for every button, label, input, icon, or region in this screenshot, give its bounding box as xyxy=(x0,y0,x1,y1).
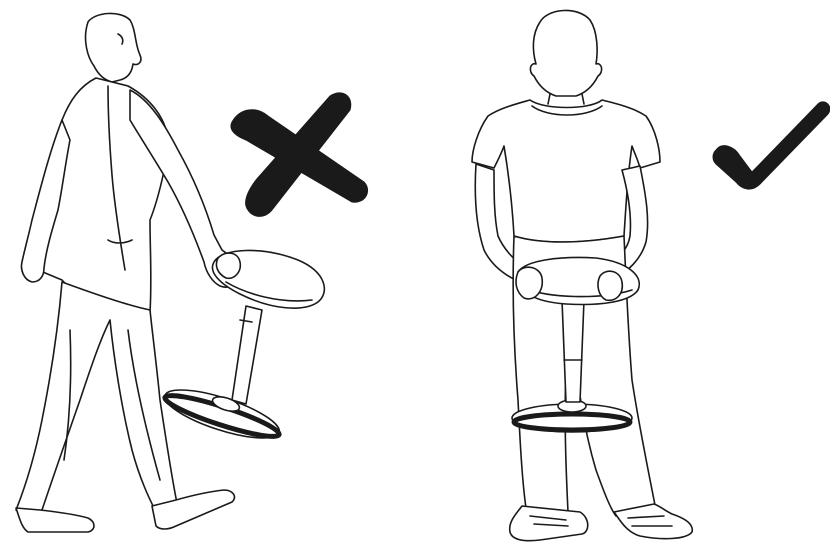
standing-man-left-shoe xyxy=(510,506,588,541)
walking-man-hand xyxy=(216,253,240,278)
cross-mark-icon xyxy=(231,93,368,217)
check-mark-icon xyxy=(713,102,830,189)
standing-man-right-shoe xyxy=(614,504,692,539)
standing-man-left-hand xyxy=(516,267,542,299)
walking-man-back-shoe xyxy=(16,508,94,532)
walking-man-figure xyxy=(16,13,240,532)
upright-stool-column xyxy=(562,300,584,402)
walking-man-legs xyxy=(16,282,178,516)
tilted-stool xyxy=(160,250,324,447)
standing-man-head xyxy=(530,10,601,96)
walking-man-head xyxy=(86,13,141,82)
standing-man-right-hand xyxy=(598,271,622,300)
